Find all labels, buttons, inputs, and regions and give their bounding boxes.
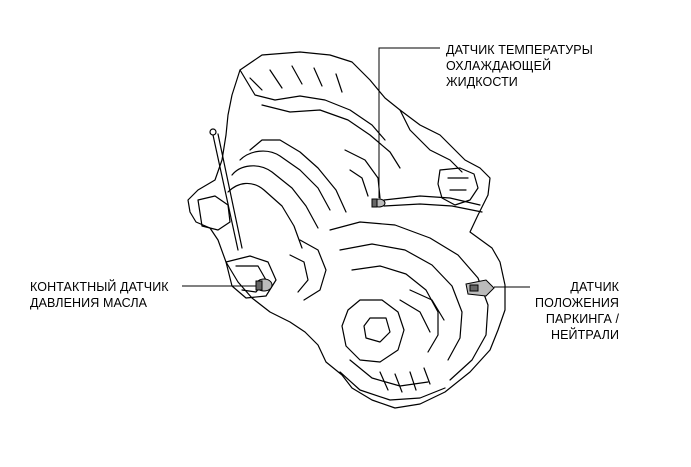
- label-line: ЖИДКОСТИ: [446, 75, 518, 89]
- engine-outline: [187, 51, 506, 409]
- label-line: ОХЛАЖДАЮЩЕЙ: [446, 59, 552, 73]
- label-line: ДАВЛЕНИЯ МАСЛА: [30, 296, 148, 310]
- label-line: ДАТЧИК ТЕМПЕРАТУРЫ: [446, 43, 593, 57]
- label-line: НЕЙТРАЛИ: [550, 328, 620, 342]
- label-coolant-temp-sensor: ДАТЧИК ТЕМПЕРАТУРЫ ОХЛАЖДАЮЩЕЙ ЖИДКОСТИ: [446, 42, 593, 90]
- label-park-neutral-switch: ДАТЧИК ПОЛОЖЕНИЯ ПАРКИНГА / НЕЙТРАЛИ: [535, 279, 619, 343]
- label-line: ПАРКИНГА /: [545, 312, 620, 326]
- dipstick: [212, 134, 239, 251]
- label-line: ПОЛОЖЕНИЯ: [535, 296, 620, 310]
- park-neutral-switch-icon: [465, 279, 495, 297]
- oil-pressure-switch-icon: [255, 278, 273, 292]
- label-line: ДАТЧИК: [570, 280, 620, 294]
- label-line: КОНТАКТНЫЙ ДАТЧИК: [30, 280, 169, 294]
- leader-line-coolant: [378, 47, 440, 198]
- coolant-temp-sensor-icon: [371, 198, 386, 208]
- label-oil-pressure-switch: КОНТАКТНЫЙ ДАТЧИК ДАВЛЕНИЯ МАСЛА: [30, 279, 169, 311]
